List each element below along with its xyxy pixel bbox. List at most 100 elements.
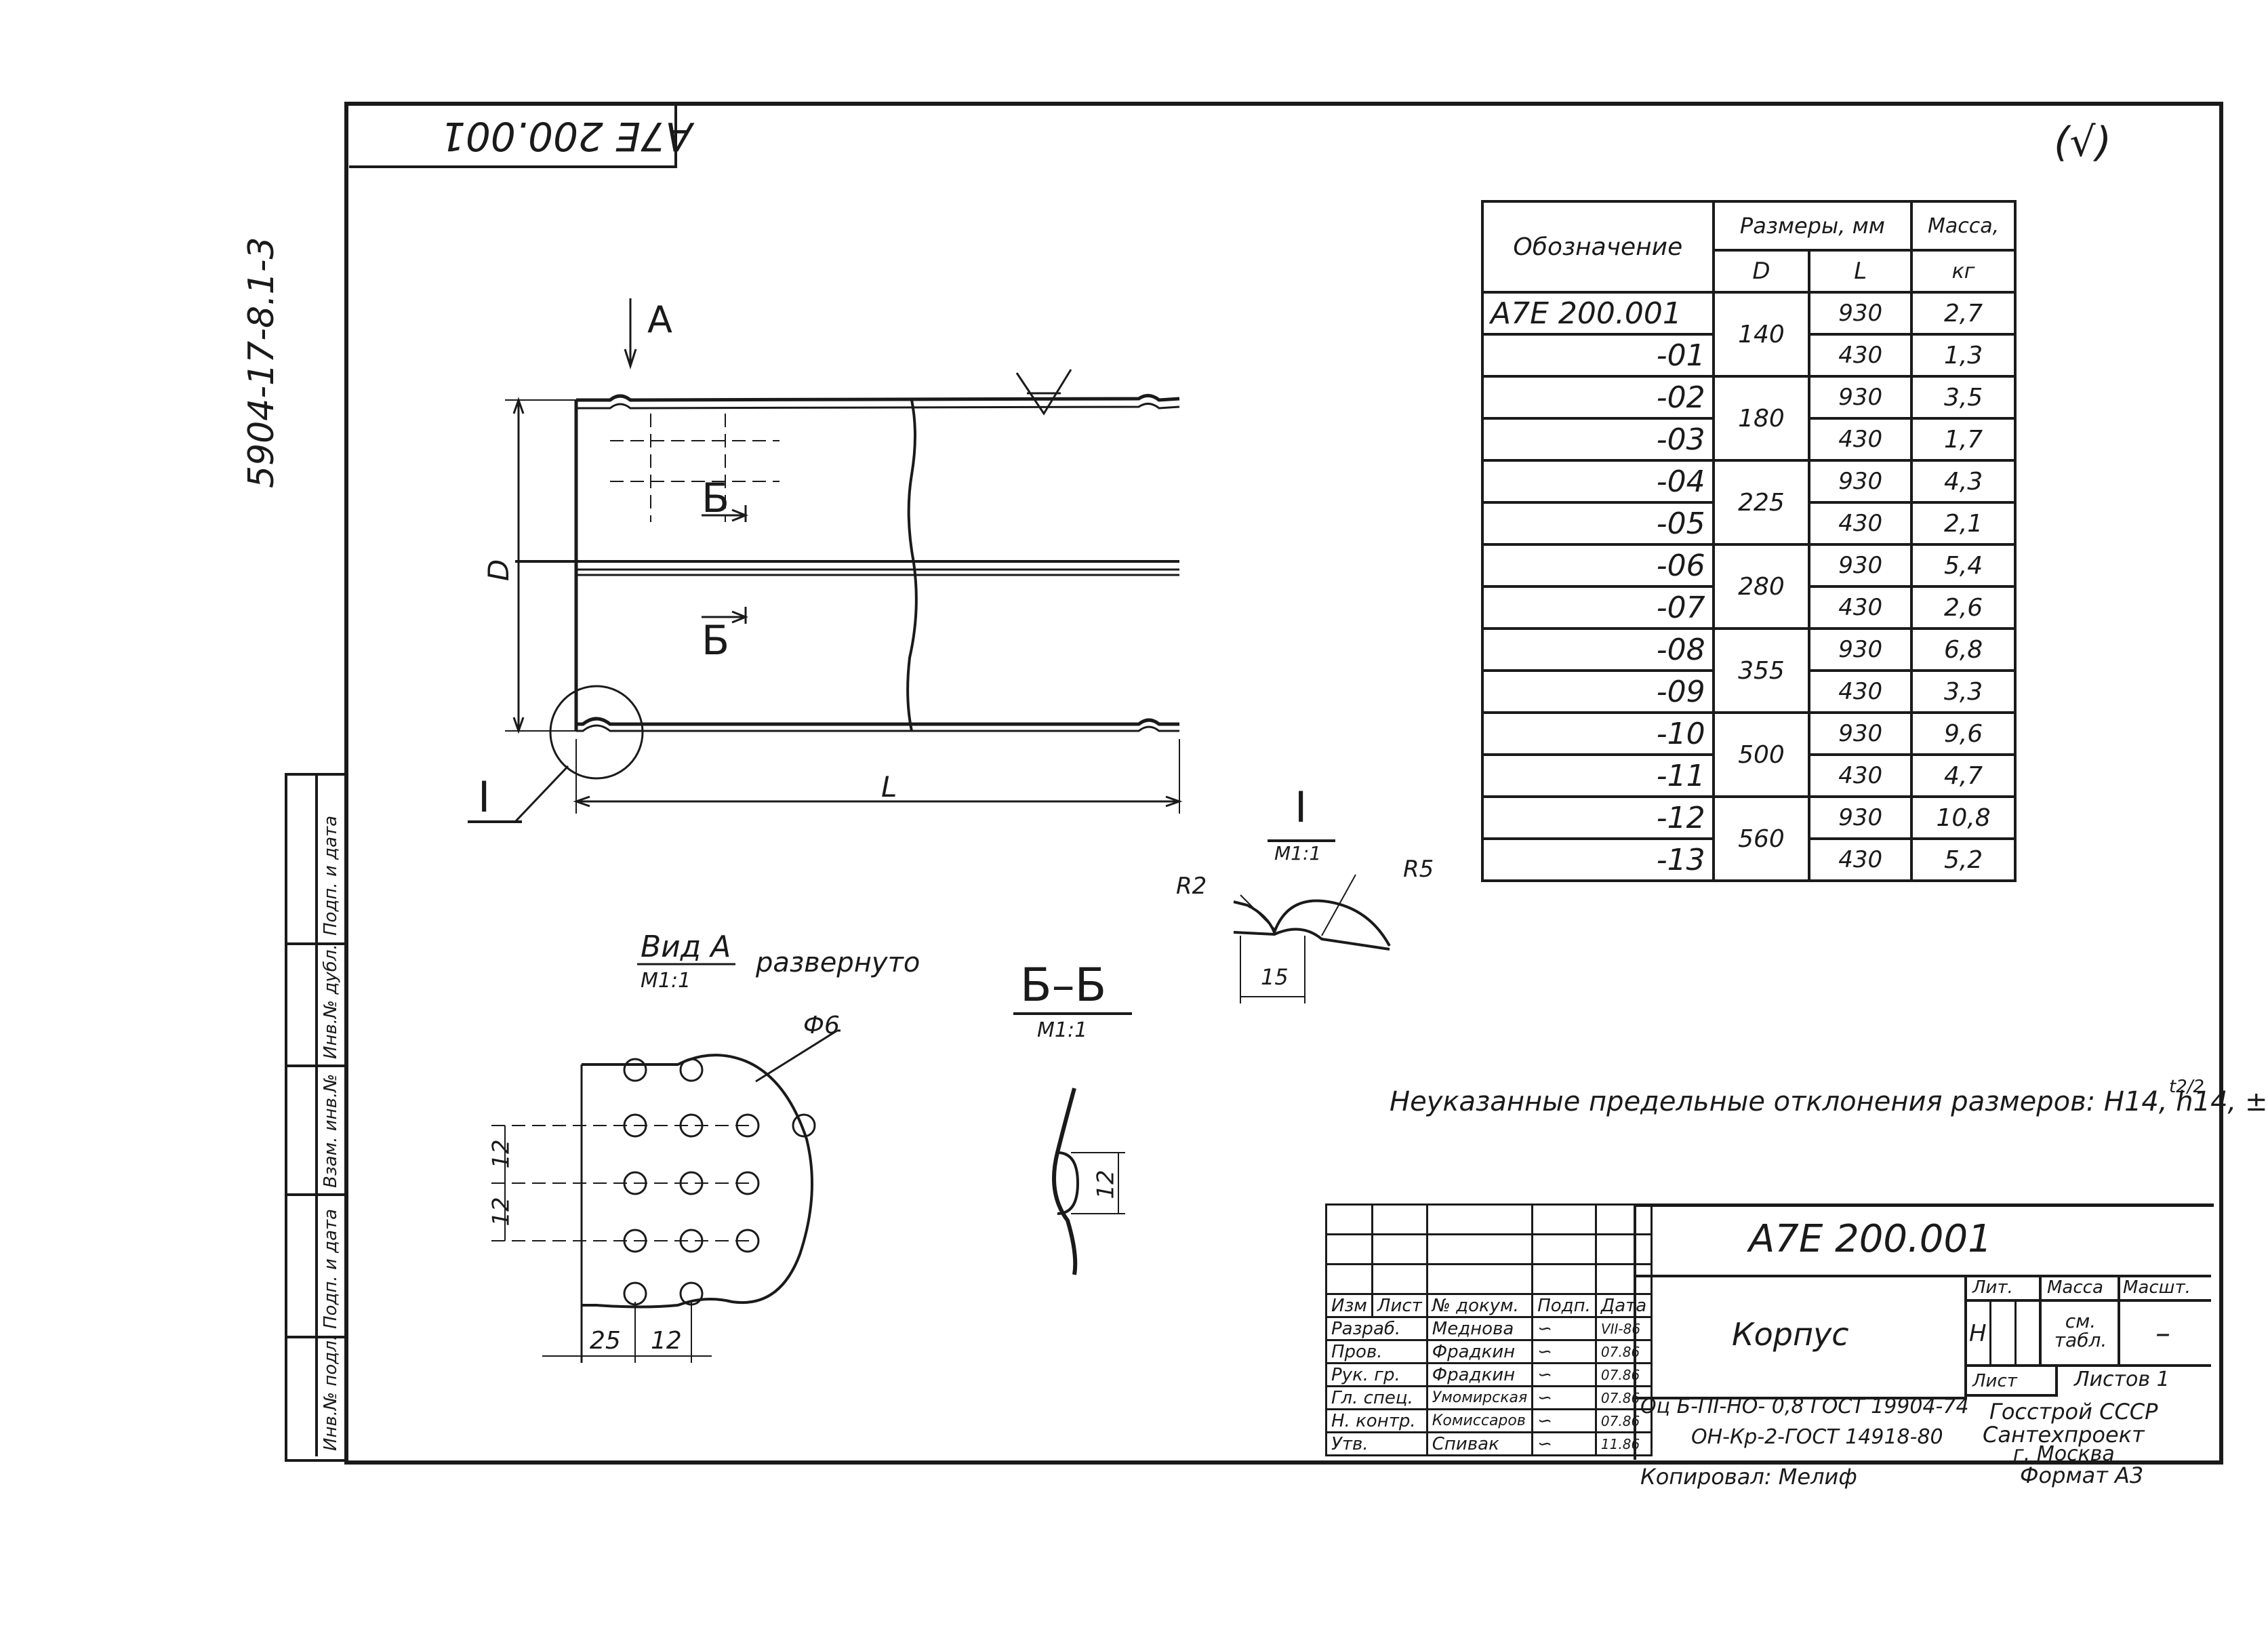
spec-code: -13 <box>1481 837 1715 882</box>
view-a-title: Вид А <box>641 930 731 964</box>
tb-mass-value: см. табл. <box>2054 1310 2107 1351</box>
tb-lit-cells <box>1964 1302 2042 1367</box>
spec-l: 430 <box>1808 333 1913 378</box>
tb-mass-label: Масса <box>2047 1277 2103 1298</box>
main-view-body <box>468 298 1183 823</box>
tb-sign: ∽ <box>1531 1362 1597 1387</box>
spec-code: -08 <box>1481 627 1715 672</box>
spec-code: -04 <box>1481 459 1715 504</box>
detail-i-dim: 15 <box>1261 964 1289 990</box>
tb-role: Н. контр. <box>1325 1408 1428 1433</box>
tb-person: Фрадкин <box>1425 1362 1534 1387</box>
view-a-holes <box>623 1058 816 1306</box>
section-bb-title: Б–Б <box>1020 959 1107 1012</box>
spec-m: 1,7 <box>1910 417 2017 462</box>
spec-m: 6,8 <box>1910 627 2017 672</box>
tb-sheet-label: Лист <box>1972 1371 2017 1391</box>
spec-table: Обозначение Размеры, мм Масса, D L кг А7… <box>1481 200 2017 882</box>
spec-l: 430 <box>1808 417 1913 462</box>
section-mark-bottom: Б <box>702 617 730 664</box>
tb-date: 07.86 <box>1594 1339 1653 1364</box>
side-strip-div-3 <box>285 1193 346 1196</box>
tb-col-doc: № докум. <box>1425 1293 1534 1318</box>
tb-material-2: ОН-Кр-2-ГОСТ 14918-80 <box>1691 1425 1943 1449</box>
tb-date: 07.86 <box>1594 1408 1653 1433</box>
spec-header-designation: Обозначение <box>1481 200 1715 294</box>
tb-person: Фрадкин <box>1425 1339 1534 1364</box>
spec-d: 280 <box>1712 543 1811 630</box>
spec-code: А7Е 200.001 <box>1481 291 1715 336</box>
tb-lit-label: Лит. <box>1972 1277 2013 1298</box>
side-strip-inner <box>315 773 318 1456</box>
spec-d: 560 <box>1712 795 1811 882</box>
detail-i-r5: R5 <box>1403 856 1434 883</box>
top-stamp-box <box>349 106 677 168</box>
spec-header-kg: кг <box>1910 249 2017 294</box>
spec-code: -10 <box>1481 711 1715 756</box>
tb-scale-value: – <box>2155 1316 2170 1351</box>
tb-org-3: г. Москва <box>2013 1442 2115 1466</box>
view-a-linework <box>491 963 841 1363</box>
spec-m: 5,4 <box>1910 543 2017 588</box>
spec-code: -11 <box>1481 753 1715 798</box>
tb-role: Разраб. <box>1325 1316 1428 1341</box>
spec-code: -03 <box>1481 417 1715 462</box>
tb-sign: ∽ <box>1531 1339 1597 1364</box>
spec-m: 3,5 <box>1910 375 2017 420</box>
side-strip-div-1 <box>285 942 346 945</box>
spec-code: -01 <box>1481 333 1715 378</box>
spec-l: 430 <box>1808 501 1913 546</box>
tb-lit-value: Н <box>1969 1320 1987 1347</box>
section-bb-scale: М1:1 <box>1037 1018 1088 1042</box>
length-label: L <box>881 770 897 803</box>
title-block-right <box>1634 1203 2214 1460</box>
tb-role: Утв. <box>1325 1431 1428 1456</box>
tb-scale-cell <box>2120 1302 2211 1367</box>
spec-l: 930 <box>1808 627 1913 672</box>
spec-m: 2,1 <box>1910 501 2017 546</box>
spec-d: 180 <box>1712 375 1811 462</box>
tb-scale-header <box>2120 1275 2211 1302</box>
spec-m: 2,7 <box>1910 291 2017 336</box>
spec-l: 930 <box>1808 291 1913 336</box>
spec-code: -02 <box>1481 375 1715 420</box>
spec-m: 4,3 <box>1910 459 2017 504</box>
tb-designation: А7Е 200.001 <box>1749 1217 1992 1261</box>
detail-i-r2: R2 <box>1176 873 1207 900</box>
tb-person: Спивак <box>1425 1431 1534 1456</box>
spec-l: 430 <box>1808 753 1913 798</box>
tb-sign: ∽ <box>1531 1431 1597 1456</box>
spec-l: 930 <box>1808 543 1913 588</box>
section-bb-dim: 12 <box>1092 1170 1120 1199</box>
view-a-dim-12-c: 12 <box>651 1327 682 1355</box>
spec-m: 2,6 <box>1910 585 2017 630</box>
spec-header-d: D <box>1712 249 1811 294</box>
detail-i-linework <box>1233 839 1391 1003</box>
spec-code: -09 <box>1481 669 1715 714</box>
title-block-signatures: Изм Лист № докум. Подп. Дата Разраб. Мед… <box>1325 1203 1653 1456</box>
spec-m: 4,7 <box>1910 753 2017 798</box>
detail-i-title: I <box>1295 782 1308 832</box>
spec-d: 140 <box>1712 291 1811 378</box>
spec-m: 10,8 <box>1910 795 2017 840</box>
tb-org-2: Сантехпроект <box>1983 1422 2145 1448</box>
spec-l: 430 <box>1808 585 1913 630</box>
spec-d: 225 <box>1712 459 1811 546</box>
spec-l: 430 <box>1808 669 1913 714</box>
detail-mark-main: I <box>478 772 491 822</box>
detail-i-scale: М1:1 <box>1274 842 1322 864</box>
spec-code: -12 <box>1481 795 1715 840</box>
view-arrow-label: A <box>647 298 672 341</box>
spec-m: 9,6 <box>1910 711 2017 756</box>
tb-col-data: Дата <box>1594 1293 1653 1318</box>
tolerance-note-tail: t2/2 <box>2169 1077 2205 1097</box>
spec-l: 930 <box>1808 795 1913 840</box>
tb-lit-header <box>1964 1275 2042 1302</box>
spec-code: -06 <box>1481 543 1715 588</box>
section-mark-top: Б <box>702 475 730 522</box>
spec-header-mass: Масса, <box>1910 200 2017 252</box>
spec-header-sizes: Размеры, мм <box>1712 200 1913 252</box>
tb-date: 07.86 <box>1594 1362 1653 1387</box>
view-a-scale: М1:1 <box>641 969 691 993</box>
